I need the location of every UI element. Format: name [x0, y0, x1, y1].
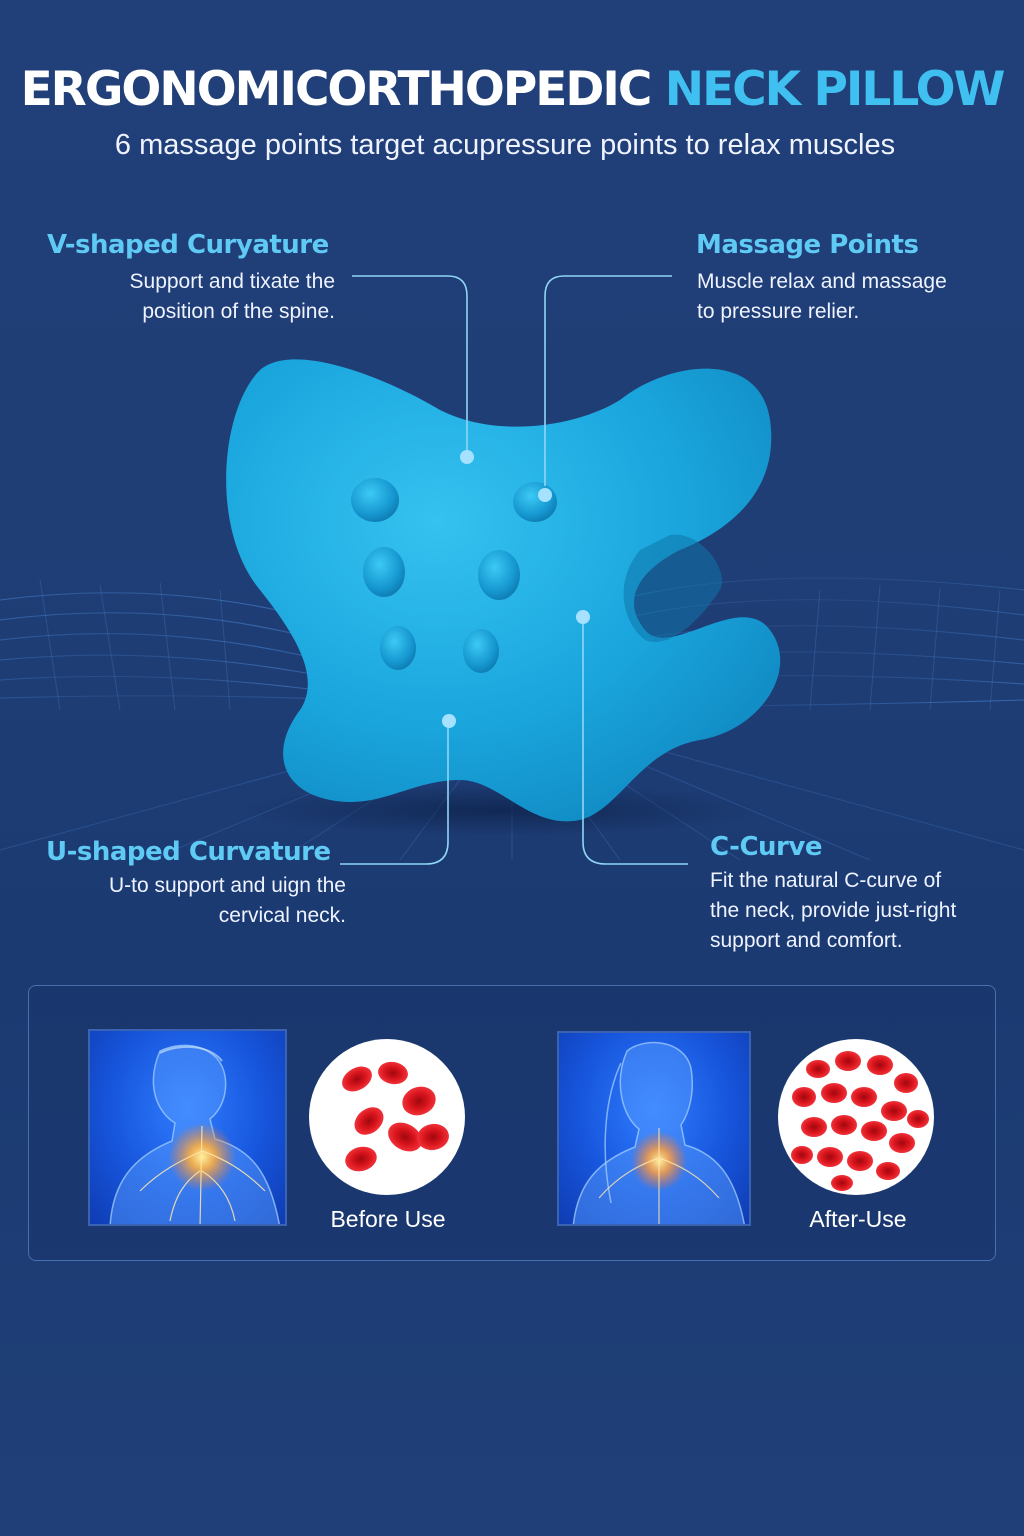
- title-main-text: ERGONOMICORTHOPEDIC: [20, 62, 653, 117]
- after-neck-relief-image: [557, 1031, 751, 1226]
- feature-title-c-curve: C-Curve: [710, 832, 822, 862]
- feature-title-massage-points: Massage Points: [696, 230, 919, 260]
- after-blood-cells-image: [778, 1039, 934, 1195]
- page-title: ERGONOMICORTHOPEDIC NECK PILLOW: [0, 62, 1024, 117]
- before-blood-cells-image: [309, 1039, 465, 1195]
- feature-desc-line: position of the spine.: [142, 300, 335, 323]
- feature-desc-line: cervical neck.: [218, 904, 346, 927]
- neck-pillow-image: [226, 359, 781, 836]
- callout-dot-c-curve: [576, 610, 590, 624]
- feature-desc-massage-points: Muscle relax and massage to pressure rel…: [697, 267, 1017, 327]
- callout-dot-v-shape: [460, 450, 474, 464]
- feature-title-v-shaped: V-shaped Curyature: [47, 230, 329, 260]
- feature-desc-line: the neck, provide just-right: [710, 899, 957, 922]
- before-neck-pain-image: [88, 1029, 287, 1226]
- feature-desc-line: Muscle relax and massage: [697, 270, 947, 293]
- feature-desc-line: U-to support and uign the: [109, 874, 346, 897]
- massage-points: [351, 478, 557, 673]
- feature-desc-v-shaped: Support and tixate the position of the s…: [40, 267, 335, 327]
- callout-dot-massage: [538, 488, 552, 502]
- feature-desc-line: Support and tixate the: [129, 270, 335, 293]
- feature-title-u-shaped: U-shaped Curvature: [46, 837, 331, 867]
- feature-desc-line: support and comfort.: [710, 929, 903, 952]
- feature-desc-line: Fit the natural C-curve of: [710, 869, 942, 892]
- callout-dot-u-shape: [442, 714, 456, 728]
- feature-desc-u-shaped: U-to support and uign the cervical neck.: [30, 871, 346, 931]
- title-accent-text: NECK PILLOW: [650, 62, 1006, 117]
- feature-desc-c-curve: Fit the natural C-curve of the neck, pro…: [710, 866, 1020, 956]
- feature-desc-line: to pressure relier.: [697, 300, 860, 323]
- page-subtitle: 6 massage points target acupressure poin…: [114, 129, 896, 161]
- callout-lines: [340, 275, 688, 865]
- after-use-label: After-Use: [809, 1206, 907, 1232]
- before-use-label: Before Use: [330, 1206, 446, 1232]
